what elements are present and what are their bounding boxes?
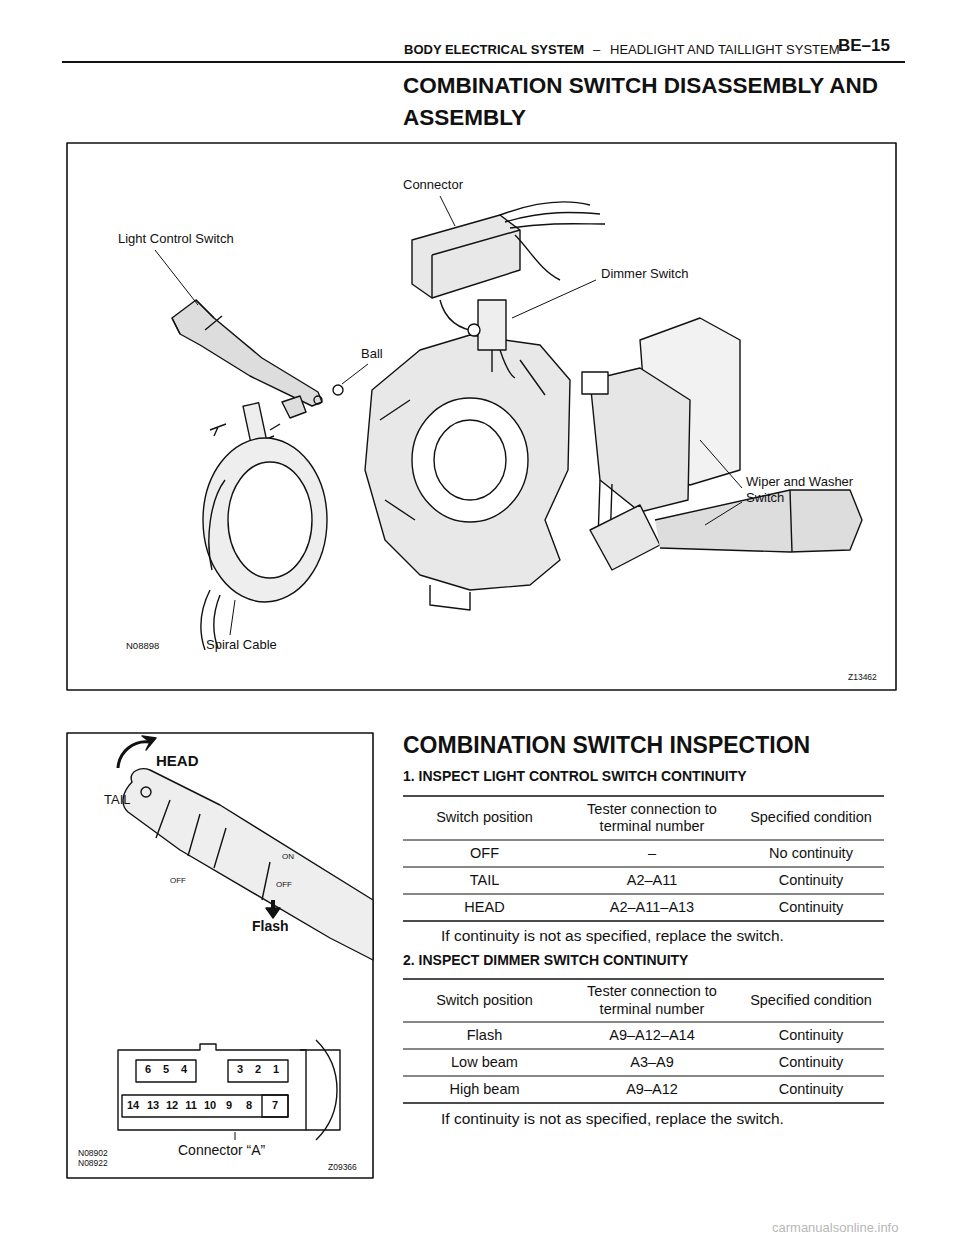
pin-number: 11 <box>181 1098 201 1114</box>
table-cell: HEAD <box>403 894 566 921</box>
header-rule <box>62 61 905 63</box>
pin-number: 5 <box>156 1062 176 1078</box>
part-name: Wiper and Washer Switch <box>746 474 876 505</box>
leader-line <box>155 196 742 635</box>
note: If continuity is not as specified, repla… <box>441 927 901 946</box>
part-name: Ball <box>361 346 401 362</box>
part-name: Light Control Switch <box>118 231 278 247</box>
table-cell: Specified condition <box>738 979 884 1022</box>
switch-mark: OFF <box>276 880 306 890</box>
leader-line <box>235 1132 236 1140</box>
switch-mark: ON <box>282 852 306 862</box>
combination-switch-stalk <box>118 736 373 960</box>
switch-housing <box>365 335 570 610</box>
section-heading: COMBINATION SWITCH INSPECTION <box>403 732 903 760</box>
spiral-cable <box>201 438 327 650</box>
table-cell: OFF <box>403 840 566 867</box>
pin-number: 9 <box>219 1098 239 1114</box>
pin-number: 3 <box>230 1062 250 1078</box>
switch-position: Flash <box>252 918 312 935</box>
figure-frame <box>67 143 896 690</box>
pin-number: 14 <box>123 1098 143 1114</box>
header-subsection: HEADLIGHT AND TAILLIGHT SYSTEM <box>610 42 840 58</box>
table-cell: Flash <box>403 1022 566 1049</box>
part-name: Spiral Cable <box>206 637 306 653</box>
switch-mark: OFF <box>170 876 200 886</box>
switch-position: TAIL <box>104 792 144 808</box>
figure-code: N08898 <box>126 640 186 651</box>
table-cell: Switch position <box>403 979 566 1022</box>
pin-number: 12 <box>162 1098 182 1114</box>
pin-number: 6 <box>138 1062 158 1078</box>
table-cell: A2–A11 <box>566 867 738 894</box>
table-cell: Continuity <box>738 1049 884 1076</box>
header-section: BODY ELECTRICAL SYSTEM <box>404 42 594 58</box>
switch-position: HEAD <box>156 752 216 770</box>
table-cell: Tester connection to terminal number <box>566 796 738 840</box>
wiper-washer-switch <box>582 318 862 570</box>
table-cell: TAIL <box>403 867 566 894</box>
figure-code: Z13462 <box>848 672 892 682</box>
pin-number: 1 <box>266 1062 286 1078</box>
page-title: COMBINATION SWITCH DISASSEMBLY AND ASSEM… <box>403 70 888 133</box>
table-cell: – <box>566 840 738 867</box>
pin-number: 8 <box>239 1098 259 1114</box>
part-name: Connector <box>403 177 493 193</box>
table-cell: Continuity <box>738 894 884 921</box>
page-number: BE–15 <box>838 36 900 56</box>
pin-number: 7 <box>265 1098 285 1114</box>
header-dash: – <box>593 42 607 58</box>
connector-a-face <box>118 1040 340 1140</box>
table-cell: Low beam <box>403 1049 566 1076</box>
table-cell: Continuity <box>738 1076 884 1103</box>
table-cell: No continuity <box>738 840 884 867</box>
table-cell: A2–A11–A13 <box>566 894 738 921</box>
step-heading: 1. INSPECT LIGHT CONTROL SWITCH CONTINUI… <box>403 768 903 785</box>
pin-number: 4 <box>174 1062 194 1078</box>
table-cell: Continuity <box>738 867 884 894</box>
part-name: Dimmer Switch <box>601 266 721 282</box>
figure-code: N08902 N08922 <box>78 1148 124 1168</box>
pin-number: 13 <box>143 1098 163 1114</box>
table-cell: Tester connection to terminal number <box>566 979 738 1022</box>
figure-frame <box>67 733 373 1178</box>
ball-part <box>333 385 343 395</box>
table-cell: Continuity <box>738 1022 884 1049</box>
table-rule <box>403 796 884 1103</box>
table-cell: Specified condition <box>738 796 884 840</box>
table-cell: A9–A12 <box>566 1076 738 1103</box>
light-control-switch <box>172 300 322 406</box>
step-heading: 2. INSPECT DIMMER SWITCH CONTINUITY <box>403 952 903 969</box>
connector-name: Connector “A” <box>178 1142 308 1159</box>
table-cell: A9–A12–A14 <box>566 1022 738 1049</box>
table-cell: A3–A9 <box>566 1049 738 1076</box>
table-cell: Switch position <box>403 796 566 840</box>
dimmer-switch <box>468 300 515 378</box>
note: If continuity is not as specified, repla… <box>441 1110 901 1129</box>
pin-number: 10 <box>200 1098 220 1114</box>
connector-part <box>412 202 605 332</box>
pin-number: 2 <box>248 1062 268 1078</box>
figure-code: Z09366 <box>328 1162 368 1172</box>
watermark: carmanualsonline.info <box>772 1220 952 1236</box>
table-cell: High beam <box>403 1076 566 1103</box>
